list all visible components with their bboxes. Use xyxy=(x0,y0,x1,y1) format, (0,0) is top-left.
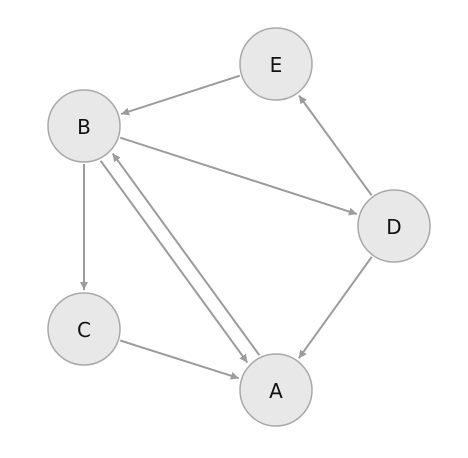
edge-d-to-a xyxy=(297,256,373,359)
node-label: E xyxy=(270,53,283,77)
node-circle xyxy=(47,292,121,366)
node-b: B xyxy=(47,89,121,163)
node-e: E xyxy=(239,27,313,101)
node-circle xyxy=(357,189,431,263)
node-label: C xyxy=(77,318,91,342)
node-c: C xyxy=(47,292,121,366)
edge-a-to-b xyxy=(111,152,261,356)
node-label: D xyxy=(386,215,401,239)
node-label: A xyxy=(269,379,283,403)
edge-e-to-b xyxy=(120,74,241,116)
node-circle xyxy=(47,89,121,163)
node-d: D xyxy=(357,189,431,263)
nodes-layer: E B D C A xyxy=(47,27,431,427)
edge-d-to-e xyxy=(298,94,373,196)
node-label: B xyxy=(77,115,91,139)
edge-b-to-a xyxy=(99,160,249,364)
node-circle xyxy=(239,27,313,101)
edge-c-to-a xyxy=(119,339,240,380)
edges-layer xyxy=(80,74,373,380)
node-a: A xyxy=(239,353,313,427)
node-circle xyxy=(239,353,313,427)
edge-b-to-d xyxy=(119,136,358,216)
